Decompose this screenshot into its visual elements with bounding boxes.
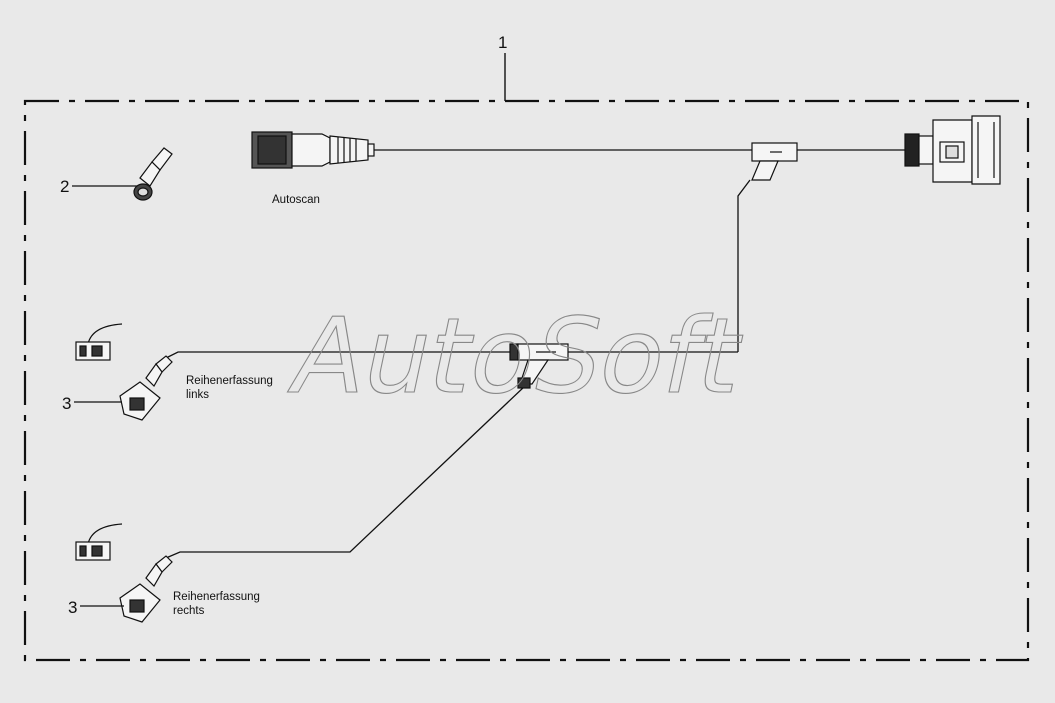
right-label-line2: rechts — [173, 605, 205, 617]
autoscan-connector-icon — [251, 131, 375, 169]
left-connector-3-icon — [119, 355, 173, 421]
middle-splice-icon — [509, 343, 569, 389]
left-label-line2: links — [186, 389, 209, 401]
sensor-plug-icon — [133, 147, 173, 201]
right-small-connector-icon — [75, 523, 123, 561]
callout-1: 1 — [498, 33, 507, 52]
right-connector-3-icon — [119, 555, 173, 623]
autoscan-label: Autoscan — [272, 194, 320, 206]
left-label-line1: Reihenerfassung — [186, 375, 273, 387]
callout-3-right: 3 — [68, 598, 77, 617]
ecu-connector-icon — [904, 115, 1001, 185]
watermark: AutoSoft — [281, 295, 753, 417]
right-label-line1: Reihenerfassung — [173, 591, 260, 603]
upper-splice-icon — [751, 142, 798, 181]
callout-3-left: 3 — [62, 394, 71, 413]
assembly-boundary — [23, 99, 1030, 662]
wires — [165, 149, 905, 559]
callout-2: 2 — [60, 177, 69, 196]
left-small-connector-icon — [75, 323, 123, 361]
